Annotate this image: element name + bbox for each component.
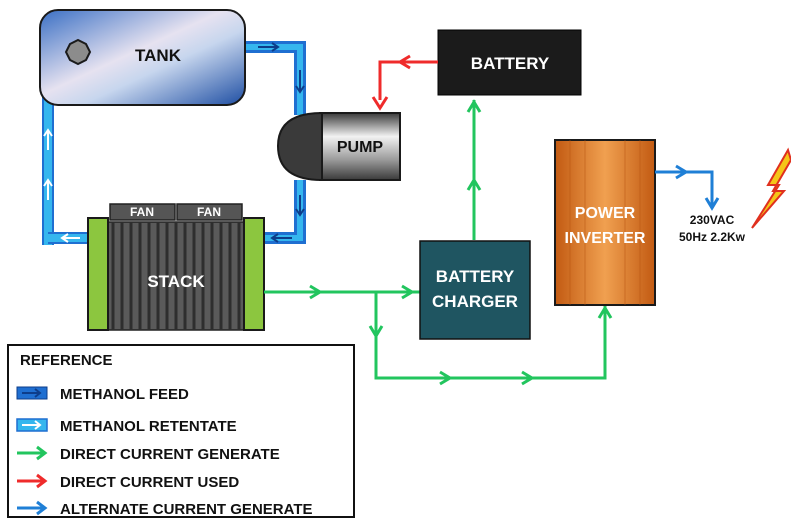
stack-label: STACK [147,272,205,291]
output-voltage: 230VAC [690,213,735,227]
dc-generate-lines [264,99,613,386]
tank-cap-icon [64,38,92,66]
battery: BATTERY [437,29,582,96]
battery-charger-label-1: BATTERY [436,267,515,286]
stack: FAN FAN STACK [87,203,265,331]
stack-plate-right [243,217,265,331]
fan-left-label: FAN [130,205,154,219]
reference-title: REFERENCE [20,352,113,369]
fan-right [176,203,243,221]
output-spec: 50Hz 2.2Kw [679,230,746,244]
battery-charger: BATTERY CHARGER [419,240,531,340]
power-inverter: POWER INVERTER [554,139,656,306]
power-inverter-label-1: POWER [575,205,636,222]
legend-item-dc-generate: DIRECT CURRENT GENERATE [17,445,280,463]
reference-legend: REFERENCE METHANOL FEED METHANOL RETENTA… [7,344,355,518]
legend-label-dc-generate: DIRECT CURRENT GENERATE [60,446,280,463]
lightning-icon [751,147,791,229]
ac-generate-arrow [655,164,720,211]
tank-label: TANK [135,46,182,65]
battery-charger-label-2: CHARGER [432,292,518,311]
legend-item-methanol-feed: METHANOL FEED [16,386,189,403]
legend-item-dc-used: DIRECT CURRENT USED [17,473,239,491]
legend-label-ac-generate: ALTERNATE CURRENT GENERATE [60,501,313,518]
methanol-feed-pipe [245,41,306,244]
fan-left [109,203,176,221]
legend-item-ac-generate: ALTERNATE CURRENT GENERATE [17,500,313,518]
pump: PUMP [276,111,401,182]
tank: TANK [39,9,246,106]
battery-label: BATTERY [471,54,550,73]
dc-used-arrow [371,54,438,111]
power-inverter-label-2: INVERTER [565,230,646,247]
legend-label-methanol-feed: METHANOL FEED [60,386,189,403]
stack-plate-left [87,217,109,331]
pump-label: PUMP [337,139,384,156]
fan-right-label: FAN [197,205,221,219]
legend-label-dc-used: DIRECT CURRENT USED [60,474,239,491]
methanol-retentate-pipe [42,80,90,245]
legend-label-methanol-retentate: METHANOL RETENTATE [60,418,237,435]
legend-item-methanol-retentate: METHANOL RETENTATE [16,418,237,435]
